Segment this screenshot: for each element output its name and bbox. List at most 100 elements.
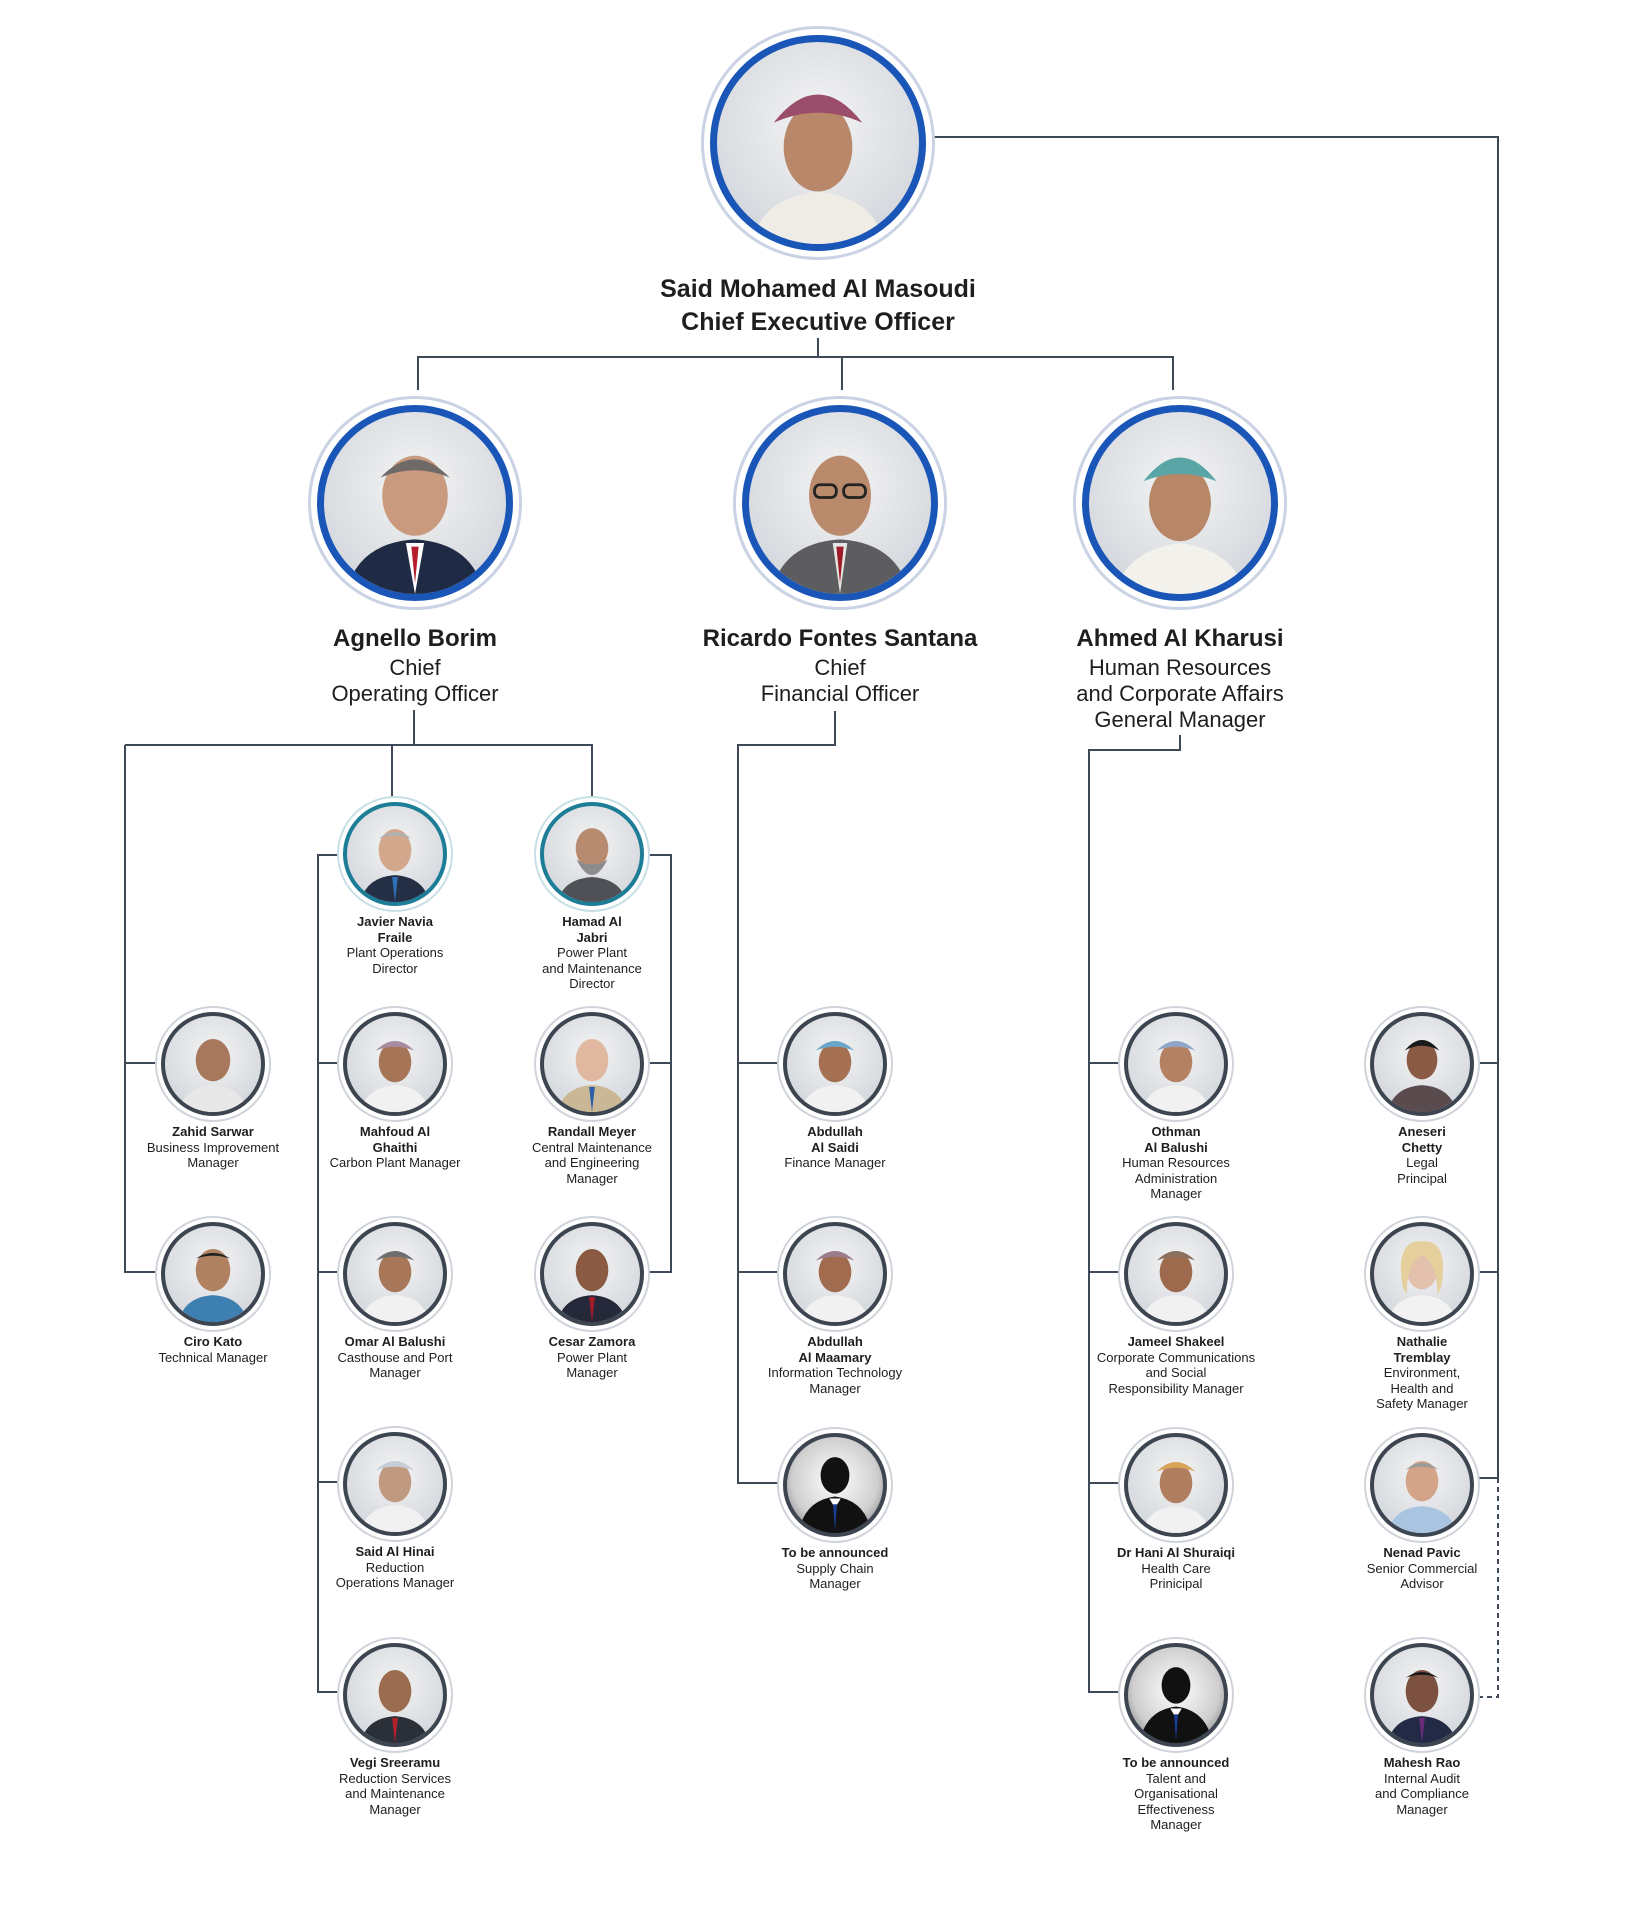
ceo-to-executives-connector [417, 338, 1174, 390]
staff-name: Nenad Pavic [1383, 1545, 1461, 1560]
staff-card: Vegi Sreeramu Reduction Services and Mai… [310, 1643, 480, 1817]
hr-gm-photo [1082, 405, 1278, 601]
staff-name: Mahesh Rao [1383, 1755, 1461, 1770]
staff-photo [783, 1012, 887, 1116]
staff-name: Said Al Hinai [355, 1544, 435, 1559]
staff-name: To be announced [1122, 1755, 1230, 1770]
staff-name: Omar Al Balushi [344, 1334, 446, 1349]
staff-name: Randall Meyer [547, 1124, 637, 1139]
staff-photo [343, 1643, 447, 1747]
staff-title: Environment, Health and Safety Manager [1376, 1365, 1468, 1411]
staff-title: Information Technology Manager [767, 1365, 903, 1396]
staff-name: Dr Hani Al Shuraiqi [1117, 1545, 1235, 1560]
staff-photo [1124, 1433, 1228, 1537]
staff-title: Finance Manager [784, 1155, 886, 1170]
staff-photo [1370, 1433, 1474, 1537]
hr-gm-title: Human Resources and Corporate Affairs Ge… [1076, 655, 1284, 732]
cfo-name: Ricardo Fontes Santana [702, 625, 978, 652]
staff-name: Abdullah Al Maamary [798, 1334, 872, 1365]
silhouette-placeholder-icon [1124, 1643, 1228, 1747]
ceo-title: Chief Executive Officer [681, 308, 955, 336]
staff-card: Othman Al Balushi Human Resources Admini… [1086, 1012, 1266, 1202]
staff-title: Reduction Services and Maintenance Manag… [339, 1770, 451, 1817]
coo-node: Agnello Borim Chief Operating Officer [265, 405, 565, 707]
coo-title: Chief Operating Officer [331, 655, 499, 706]
staff-title: Corporate Communications and Social Resp… [1096, 1349, 1256, 1396]
staff-title: Plant Operations Director [346, 945, 444, 976]
hr-connector [1088, 735, 1181, 1693]
staff-photo [343, 1222, 447, 1326]
staff-name: Cesar Zamora [548, 1334, 636, 1349]
staff-card: Randall Meyer Central Maintenance and En… [507, 1012, 677, 1186]
coo-middle-branch [317, 854, 352, 1693]
staff-photo [1124, 1222, 1228, 1326]
staff-name: Abdullah Al Saidi [807, 1124, 863, 1155]
staff-name: Nathalie Tremblay [1393, 1334, 1451, 1365]
staff-card: Aneseri Chetty Legal Principal [1337, 1012, 1507, 1186]
staff-title: Power Plant and Maintenance Director [542, 945, 642, 991]
staff-photo [540, 1222, 644, 1326]
staff-card: Zahid Sarwar Business Improvement Manage… [128, 1012, 298, 1171]
staff-name: Hamad Al Jabri [562, 914, 622, 945]
staff-card: Hamad Al Jabri Power Plant and Maintenan… [507, 802, 677, 992]
ceo-photo [710, 35, 926, 251]
ceo-dotted-audit-connector [1474, 1478, 1499, 1698]
staff-title: Health Care Prinicipal [1141, 1560, 1211, 1592]
staff-title: Human Resources Administration Manager [1122, 1155, 1230, 1201]
cfo-node: Ricardo Fontes Santana Chief Financial O… [680, 405, 1000, 707]
staff-photo [1370, 1012, 1474, 1116]
coo-left-branch [124, 745, 160, 1273]
staff-card: Nenad Pavic Senior Commercial Advisor [1337, 1433, 1507, 1592]
cfo-connector [737, 711, 836, 1484]
coo-connector [125, 710, 593, 800]
staff-name: Othman Al Balushi [1144, 1124, 1208, 1155]
staff-name: Javier Navia Fraile [357, 914, 433, 945]
cfo-photo [742, 405, 938, 601]
coo-photo [317, 405, 513, 601]
staff-photo [540, 1012, 644, 1116]
ceo-direct-reports-connector [930, 136, 1499, 1479]
staff-title: Reduction Operations Manager [335, 1559, 455, 1591]
staff-title: Supply Chain Manager [796, 1560, 874, 1592]
staff-name: To be announced [781, 1545, 889, 1560]
staff-card: To be announced Supply Chain Manager [750, 1433, 920, 1592]
staff-name: Jameel Shakeel [1127, 1334, 1225, 1349]
staff-title: Technical Manager [158, 1349, 268, 1365]
staff-photo [343, 1432, 447, 1536]
coo-name: Agnello Borim [332, 625, 497, 652]
staff-photo [1124, 1012, 1228, 1116]
staff-title: Power Plant Manager [556, 1349, 628, 1381]
staff-name: Zahid Sarwar [172, 1124, 254, 1139]
cfo-title: Chief Financial Officer [760, 655, 920, 706]
staff-title: Casthouse and Port Manager [337, 1349, 453, 1381]
staff-card: Nathalie Tremblay Environment, Health an… [1337, 1222, 1507, 1412]
staff-photo [1370, 1643, 1474, 1747]
staff-card: To be announced Talent and Organisationa… [1086, 1643, 1266, 1833]
staff-card: Said Al Hinai Reduction Operations Manag… [310, 1432, 480, 1591]
hr-gm-name: Ahmed Al Kharusi [1076, 625, 1284, 652]
staff-photo [161, 1012, 265, 1116]
staff-title: Central Maintenance and Engineering Mana… [532, 1139, 652, 1186]
staff-card: Mahesh Rao Internal Audit and Compliance… [1337, 1643, 1507, 1817]
ceo-name: Said Mohamed Al Masoudi [660, 275, 976, 303]
staff-card: Dr Hani Al Shuraiqi Health Care Prinicip… [1086, 1433, 1266, 1592]
staff-name: Aneseri Chetty [1398, 1124, 1446, 1155]
silhouette-placeholder-icon [783, 1433, 887, 1537]
ceo-node: Said Mohamed Al Masoudi Chief Executive … [608, 35, 1028, 339]
staff-card: Mahfoud Al Ghaithi Carbon Plant Manager [310, 1012, 480, 1171]
staff-title: Legal Principal [1397, 1155, 1447, 1186]
staff-name: Vegi Sreeramu [349, 1755, 441, 1770]
staff-card: Abdullah Al Saidi Finance Manager [750, 1012, 920, 1171]
staff-card: Abdullah Al Maamary Information Technolo… [750, 1222, 920, 1396]
staff-photo [161, 1222, 265, 1326]
staff-title: Senior Commercial Advisor [1366, 1560, 1478, 1592]
staff-title: Business Improvement Manager [146, 1139, 280, 1171]
staff-title: Talent and Organisational Effectiveness … [1134, 1770, 1218, 1833]
staff-title: Carbon Plant Manager [329, 1155, 461, 1170]
staff-photo [1370, 1222, 1474, 1326]
staff-card: Javier Navia Fraile Plant Operations Dir… [310, 802, 480, 976]
staff-card: Omar Al Balushi Casthouse and Port Manag… [310, 1222, 480, 1381]
staff-title: Internal Audit and Compliance Manager [1375, 1770, 1469, 1817]
staff-name: Mahfoud Al Ghaithi [359, 1124, 431, 1155]
